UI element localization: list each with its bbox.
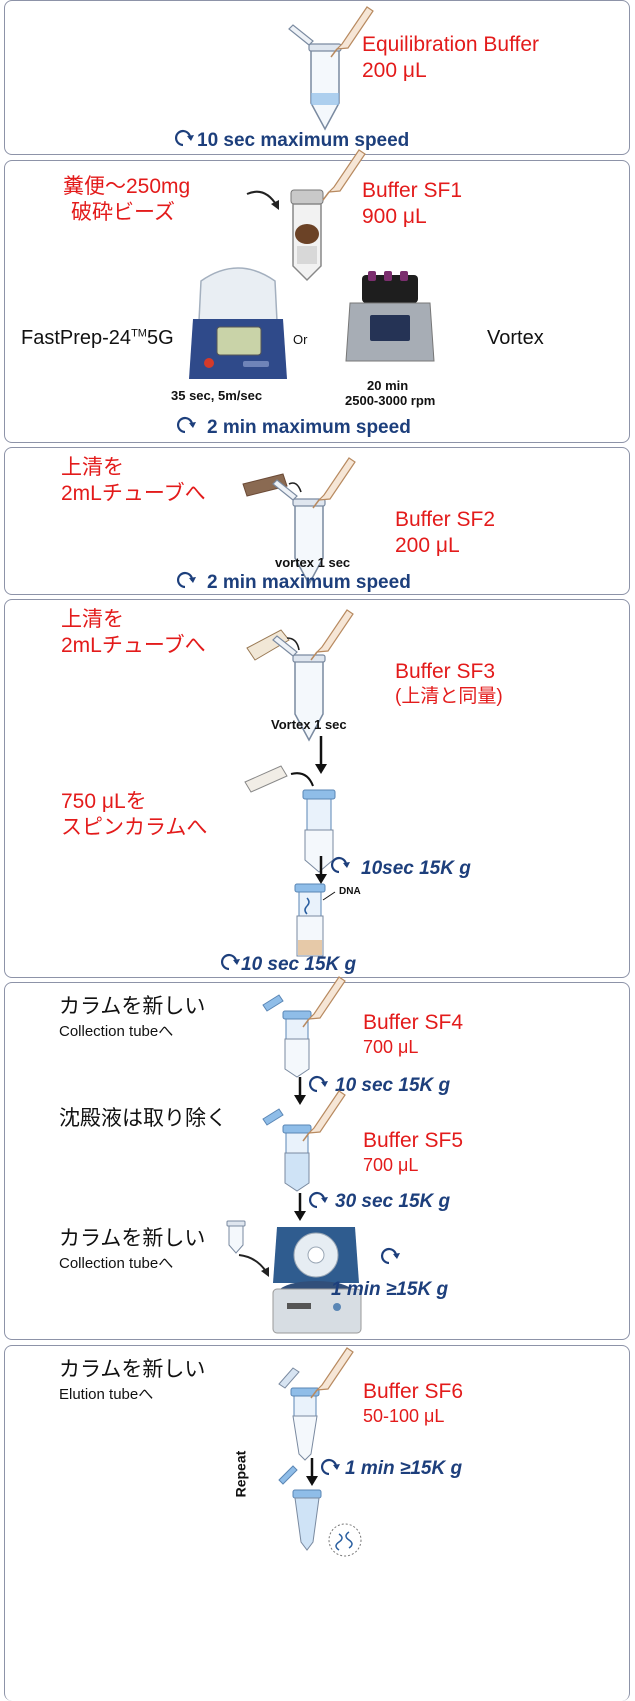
column-note-line1: 750 μLを (61, 790, 147, 813)
sample-note-line2: 破砕ビーズ (71, 201, 175, 224)
step-elution-panel: カラムを新しい Elution tubeへ Buffer SF6 50-100 … (4, 1345, 630, 1701)
discard-note: 沈殿液は取り除く (59, 1107, 227, 1130)
column-pipette-icon (262, 976, 346, 1078)
spin-label: 1 min ≥15K g (345, 1458, 463, 1479)
supernatant-note-line2: 2mLチューブへ (61, 634, 206, 657)
collection-note-line1: カラムを新しい (59, 995, 206, 1018)
spin-column-icon (244, 765, 336, 873)
curved-arrow-icon (246, 190, 279, 210)
column-pipette-icon (262, 1090, 346, 1192)
buffer-label: Buffer SF6 (363, 1380, 463, 1403)
buffer-label: Buffer SF1 (362, 179, 462, 202)
elution-tube-icon (278, 1465, 362, 1557)
down-arrow-icon (294, 1077, 306, 1105)
volume-label: 900 μL (362, 205, 427, 228)
homogenizer-icon (189, 267, 287, 379)
spin-icon (330, 856, 352, 874)
vortex-mixer-icon (345, 271, 435, 362)
device-left-label: FastPrep-24TM5G (21, 327, 174, 349)
spin-label: 10 sec maximum speed (197, 130, 410, 151)
collection-note2-line2: Collection tubeへ (59, 1255, 174, 1272)
column-with-dna-icon (294, 883, 336, 957)
spin-icon (220, 953, 242, 971)
vortex-label: vortex 1 sec (275, 555, 351, 570)
homogenizer-setting: 35 sec, 5m/sec (171, 388, 263, 403)
step-lysis-panel: 糞便～250mg 破砕ビーズ Buffer SF1 900 μL FastPre… (4, 149, 630, 443)
volume-label: 200 μL (395, 534, 460, 557)
sample-note-line1: 糞便～250mg (63, 175, 191, 198)
volume-sf5-label: 700 μL (363, 1155, 419, 1175)
volume-label: 50-100 μL (363, 1406, 445, 1426)
step-equilibration-panel: Equilibration Buffer 200 μL 10 sec maxim… (4, 0, 630, 155)
supernatant-note-line1: 上清を (61, 456, 124, 479)
vortex-label: Vortex 1 sec (271, 717, 347, 732)
vortex-setting-line1: 20 min (367, 378, 409, 393)
buffer-label: Equilibration Buffer (362, 33, 540, 56)
small-tube-icon (226, 1220, 246, 1254)
spin-label-1: 10 sec 15K g (335, 1075, 451, 1096)
volume-label: (上清と同量) (395, 686, 503, 707)
down-arrow-icon (315, 736, 327, 774)
repeat-label: Repeat (232, 1450, 249, 1498)
spin-label-1: 10sec 15K g (361, 858, 471, 879)
spin-icon (176, 416, 198, 434)
down-arrow-icon (306, 1458, 318, 1486)
spin-label-2: 10 sec 15K g (241, 954, 357, 975)
buffer-label: Buffer SF3 (395, 660, 495, 683)
spin-label-2: 30 sec 15K g (335, 1191, 451, 1212)
spin-icon (174, 129, 196, 147)
step-sf2-panel: 上清を 2mLチューブへ vortex 1 sec Buffer SF2 200… (4, 447, 630, 595)
centrifuge-icon (272, 1227, 362, 1334)
step-sf3-panel: 上清を 2mLチューブへ Buffer SF3 (上清と同量) Vortex 1… (4, 599, 630, 978)
elution-note-line1: カラムを新しい (59, 1358, 206, 1381)
spin-icon (308, 1075, 330, 1093)
buffer-label: Buffer SF2 (395, 508, 495, 531)
bead-tube-icon (290, 149, 366, 282)
spin-label: 2 min maximum speed (207, 417, 411, 438)
dna-label: DNA (339, 886, 361, 897)
supernatant-note-line2: 2mLチューブへ (61, 482, 206, 505)
elution-note-line2: Elution tubeへ (59, 1386, 154, 1403)
volume-sf4-label: 700 μL (363, 1037, 419, 1057)
buffer-sf5-label: Buffer SF5 (363, 1129, 463, 1152)
collection-note-line2: Collection tubeへ (59, 1023, 174, 1040)
column-pipette-icon (278, 1347, 354, 1461)
down-arrow-icon (315, 856, 327, 884)
spin-label-3: 1 min ≥15K g (331, 1279, 449, 1300)
device-right-label: Vortex (487, 327, 544, 349)
or-label: Or (293, 332, 308, 347)
step-wash-panel: カラムを新しい Collection tubeへ Buffer SF4 700 … (4, 976, 630, 1340)
down-arrow-icon (294, 1193, 306, 1221)
spin-label: 2 min maximum speed (207, 572, 411, 593)
vortex-setting-line2: 2500-3000 rpm (345, 393, 436, 408)
volume-label: 200 μL (362, 59, 427, 82)
curved-arrow-icon (238, 1254, 269, 1277)
collection-note2-line1: カラムを新しい (59, 1227, 206, 1250)
transfer-tube-icon (246, 609, 354, 741)
buffer-sf4-label: Buffer SF4 (363, 1011, 463, 1034)
spin-icon (308, 1191, 330, 1209)
spin-icon (380, 1247, 402, 1265)
column-note-line2: スピンカラムへ (61, 816, 208, 839)
supernatant-note-line1: 上清を (61, 608, 124, 631)
transfer-tube-icon (242, 457, 356, 585)
tube-with-pipette-icon (288, 6, 374, 130)
spin-icon (176, 571, 198, 589)
